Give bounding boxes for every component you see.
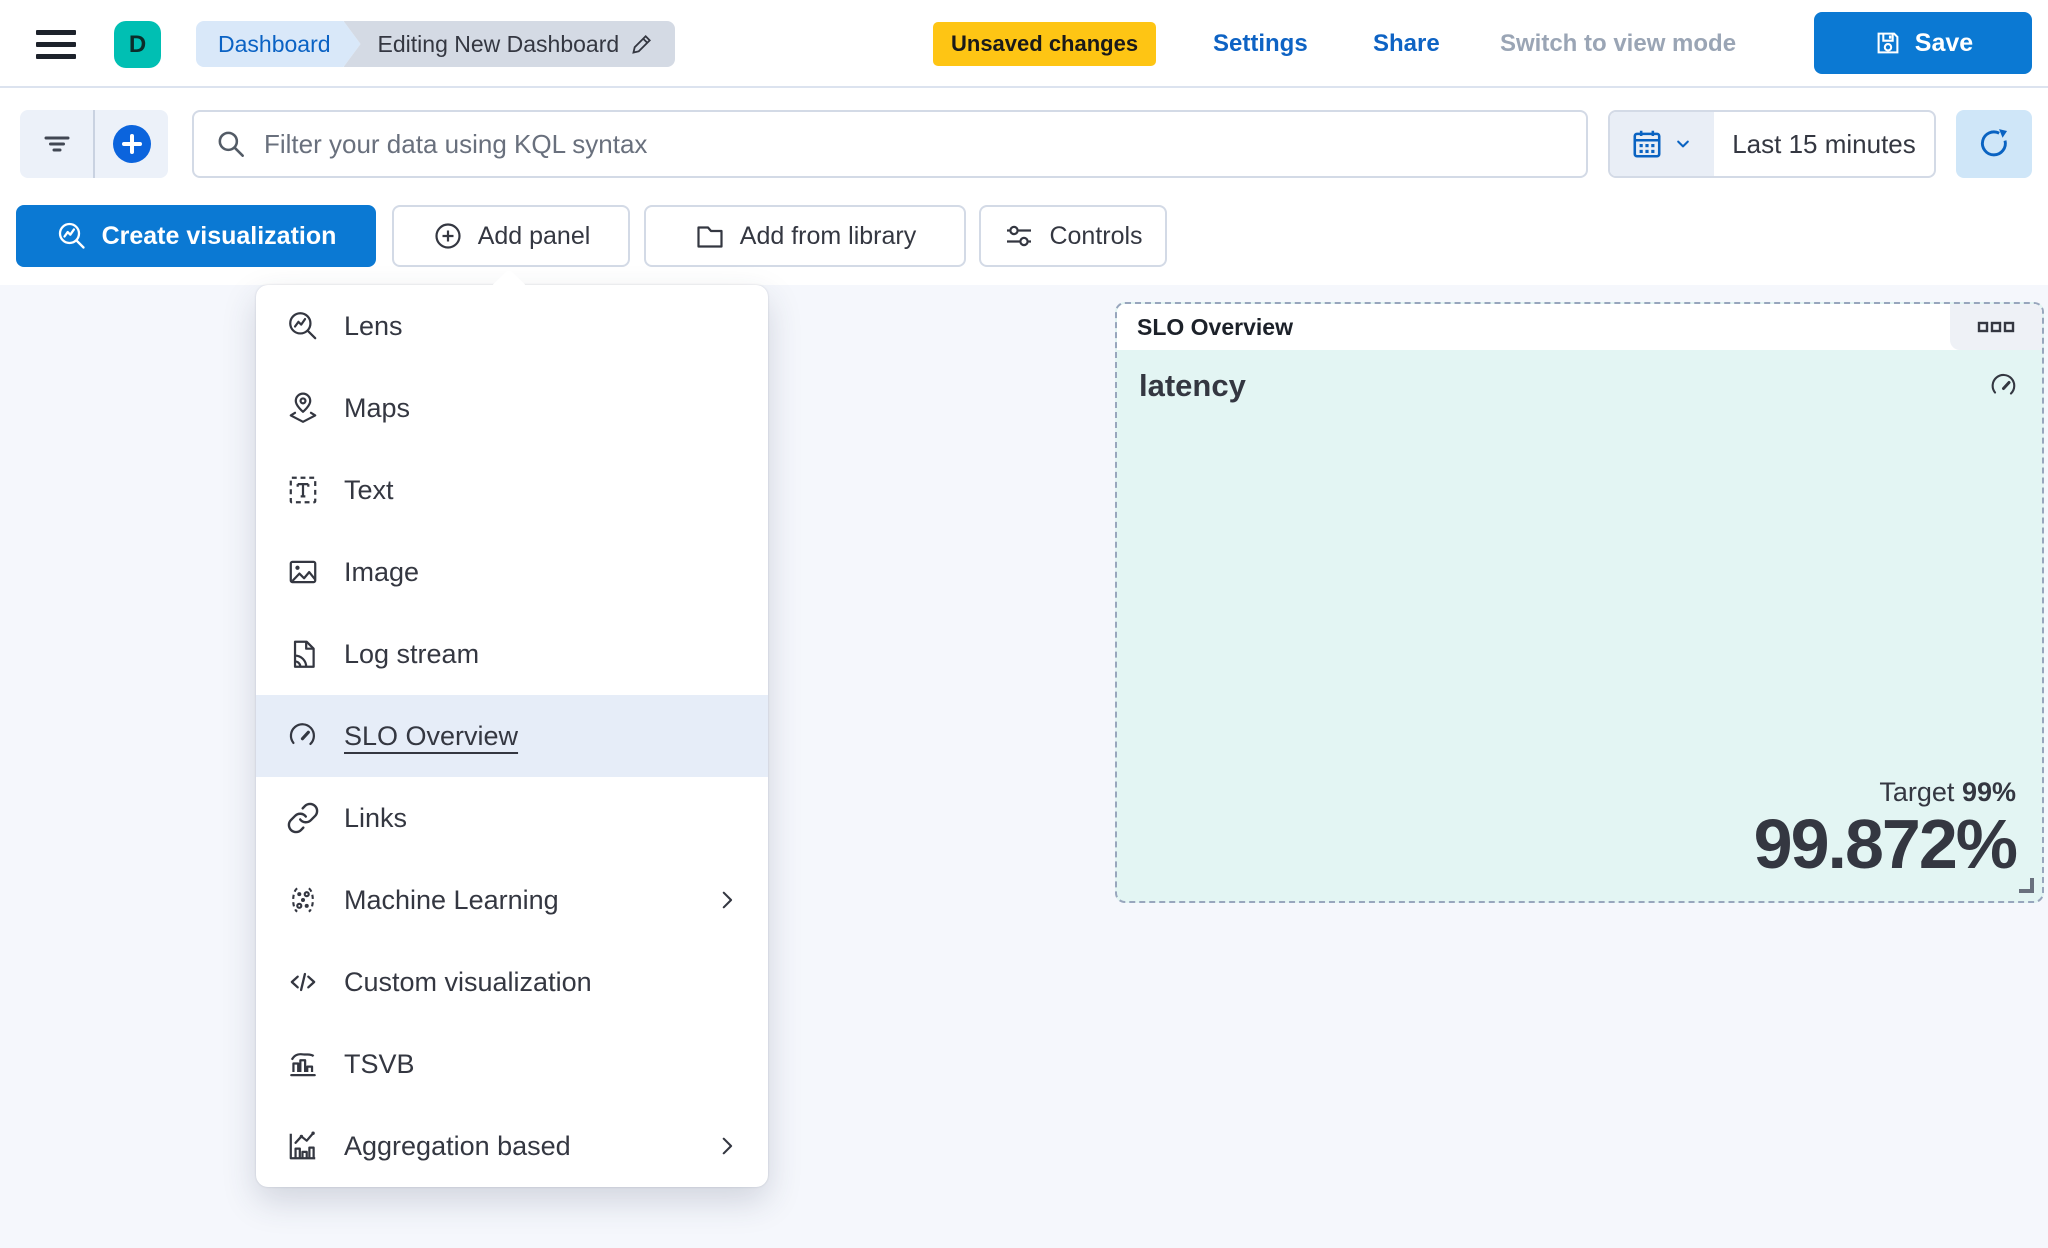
menu-item-label: SLO Overview [344, 720, 519, 751]
time-picker-calendar-button[interactable] [1610, 112, 1714, 176]
slo-target: Target 99% [1754, 777, 2016, 808]
controls-label: Controls [1049, 221, 1143, 250]
save-icon [1877, 32, 1899, 54]
tsvb-icon [286, 1047, 320, 1081]
search-icon [218, 131, 244, 157]
chevron-right-icon [722, 1137, 733, 1155]
gauge-icon [1991, 373, 2016, 395]
menu-item-aggregation-based[interactable]: Aggregation based [256, 1105, 768, 1187]
filter-controls [20, 110, 168, 178]
menu-item-text[interactable]: Text [256, 449, 768, 531]
menu-item-label: Aggregation based [344, 1130, 571, 1161]
add-filter-icon[interactable] [93, 110, 168, 178]
menu-item-label: Log stream [344, 638, 480, 669]
plus-circle-icon [435, 223, 461, 249]
slo-panel-header: SLO Overview [1117, 304, 2042, 350]
slo-value: 99.872% [1753, 804, 2018, 883]
slo-panel-title: SLO Overview [1137, 313, 1293, 340]
query-bar-row: Last 15 minutes [0, 88, 2048, 205]
boxes-horizontal-icon [1977, 321, 2015, 333]
menu-item-label: Links [344, 802, 408, 833]
chevron-right-icon [722, 891, 733, 909]
menu-item-slo-overview[interactable]: SLO Overview [256, 695, 768, 777]
menu-item-links[interactable]: Links [256, 777, 768, 859]
lens-icon [58, 222, 85, 249]
pencil-icon [632, 35, 652, 54]
menu-item-maps[interactable]: Maps [256, 367, 768, 449]
menu-item-log-stream[interactable]: Log stream [256, 613, 768, 695]
search-input[interactable] [264, 128, 1566, 160]
add-from-library-label: Add from library [739, 221, 917, 250]
code-icon [286, 965, 320, 999]
slo-panel-body: latency Target 99% 99.872% [1117, 350, 2042, 901]
breadcrumb: Dashboard Editing New Dashboard [196, 21, 676, 67]
settings-link[interactable]: Settings [1213, 30, 1308, 57]
create-visualization-button[interactable]: Create visualization [16, 205, 376, 267]
menu-item-custom-visualization[interactable]: Custom visualization [256, 941, 768, 1023]
link-icon [286, 801, 320, 835]
save-button-label: Save [1914, 28, 1974, 57]
add-panel-popover: Lens Maps Text [256, 268, 768, 1187]
machine-learning-icon [286, 883, 320, 917]
menu-item-tsvb[interactable]: TSVB [256, 1023, 768, 1105]
dashboard-toolbar: Create visualization Add panel Add from … [0, 205, 2048, 267]
menu-item-image[interactable]: Image [256, 531, 768, 613]
breadcrumb-current-label: Editing New Dashboard [377, 30, 620, 57]
menu-item-label: Text [344, 474, 394, 505]
slo-metrics: Target 99% 99.872% [1753, 777, 2018, 883]
sliders-icon [1007, 225, 1032, 247]
time-picker: Last 15 minutes [1608, 110, 1936, 178]
menu-icon[interactable] [36, 24, 80, 64]
add-panel-label: Add panel [477, 221, 591, 250]
avatar[interactable]: D [114, 21, 161, 68]
folder-icon [697, 226, 723, 248]
controls-button[interactable]: Controls [979, 205, 1167, 267]
slo-target-value: 99% [1961, 776, 2016, 807]
share-link[interactable]: Share [1373, 30, 1440, 57]
maps-icon [286, 391, 320, 425]
slo-overview-panel[interactable]: SLO Overview latency Target 99% 99.872% [1115, 302, 2044, 903]
slo-target-label: Target [1879, 776, 1955, 807]
kql-search-box [192, 110, 1588, 178]
text-icon [286, 473, 320, 507]
menu-item-label: Maps [344, 392, 411, 423]
refresh-button[interactable] [1956, 110, 2032, 178]
switch-to-view-mode-link[interactable]: Switch to view mode [1500, 30, 1737, 57]
gauge-icon [286, 719, 320, 753]
menu-item-label: Lens [344, 310, 403, 341]
image-icon [286, 555, 320, 589]
menu-item-label: TSVB [344, 1048, 415, 1079]
refresh-icon [1980, 129, 2008, 157]
calendar-icon [1633, 130, 1661, 158]
unsaved-changes-badge[interactable]: Unsaved changes [933, 22, 1157, 66]
breadcrumb-dashboard[interactable]: Dashboard [196, 21, 361, 67]
panel-resize-handle[interactable] [2019, 878, 2034, 893]
add-from-library-button[interactable]: Add from library [644, 205, 966, 267]
menu-item-label: Custom visualization [344, 966, 592, 997]
log-stream-icon [286, 637, 320, 671]
chevron-down-icon [1677, 140, 1689, 148]
app-header: D Dashboard Editing New Dashboard Unsave… [0, 0, 2048, 88]
aggregation-icon [286, 1129, 320, 1163]
panel-options-button[interactable] [1950, 304, 2042, 350]
menu-item-lens[interactable]: Lens [256, 285, 768, 367]
filter-icon[interactable] [20, 110, 93, 178]
menu-item-machine-learning[interactable]: Machine Learning [256, 859, 768, 941]
time-range-value[interactable]: Last 15 minutes [1732, 128, 1916, 159]
breadcrumb-current[interactable]: Editing New Dashboard [343, 21, 676, 67]
menu-item-label: Image [344, 556, 420, 587]
create-visualization-label: Create visualization [101, 221, 337, 250]
add-panel-button[interactable]: Add panel [392, 205, 630, 267]
slo-metric-name: latency [1139, 368, 1246, 403]
lens-icon [286, 309, 320, 343]
add-panel-menu: Lens Maps Text [256, 285, 768, 1187]
save-button[interactable]: Save [1814, 12, 2032, 74]
menu-item-label: Machine Learning [344, 884, 559, 915]
